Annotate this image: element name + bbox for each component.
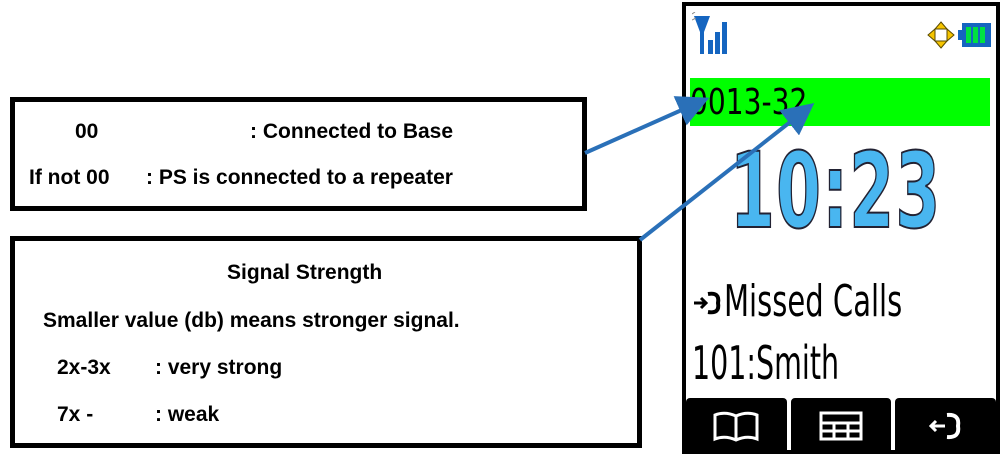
signal-strength-title: Signal Strength xyxy=(227,261,383,284)
signal-strength-note: Signal Strength Smaller value (db) means… xyxy=(10,236,642,448)
softkey-left[interactable] xyxy=(686,398,787,454)
weak-text: : weak xyxy=(155,403,220,426)
caller-entry: 101:Smith xyxy=(692,336,840,390)
signal-strength-icon xyxy=(692,12,727,54)
very-strong-code: 2x-3x xyxy=(57,356,111,379)
exit-icon xyxy=(928,412,960,440)
repeater-connected-text: : PS is connected to a repeater xyxy=(146,166,453,189)
phone-screen: 0013-32 10:23 Missed Calls 101:Smith xyxy=(682,2,1000,454)
softkey-bar xyxy=(686,398,997,454)
base-connected-text: : Connected to Base xyxy=(250,120,454,143)
battery-icon xyxy=(958,23,991,47)
very-strong-text: : very strong xyxy=(155,356,283,379)
connection-code: 0013-32 xyxy=(690,82,808,123)
base-connection-note: 00 : Connected to Base If not 00 : PS is… xyxy=(10,97,587,211)
weak-code: 7x - xyxy=(57,403,94,426)
missed-calls-label: Missed Calls xyxy=(724,276,903,327)
base-code-label: 00 xyxy=(75,120,99,143)
phonebook-icon xyxy=(713,411,759,442)
clock-time: 10:23 xyxy=(729,129,942,253)
navigation-key-icon xyxy=(927,21,955,49)
signal-strength-description: Smaller value (db) means stronger signal… xyxy=(43,309,460,332)
repeater-code-label: If not 00 xyxy=(29,166,110,189)
softkey-right[interactable] xyxy=(895,398,997,454)
missed-call-icon xyxy=(694,291,721,315)
softkey-center[interactable] xyxy=(790,398,892,454)
menu-grid-icon xyxy=(819,411,863,441)
